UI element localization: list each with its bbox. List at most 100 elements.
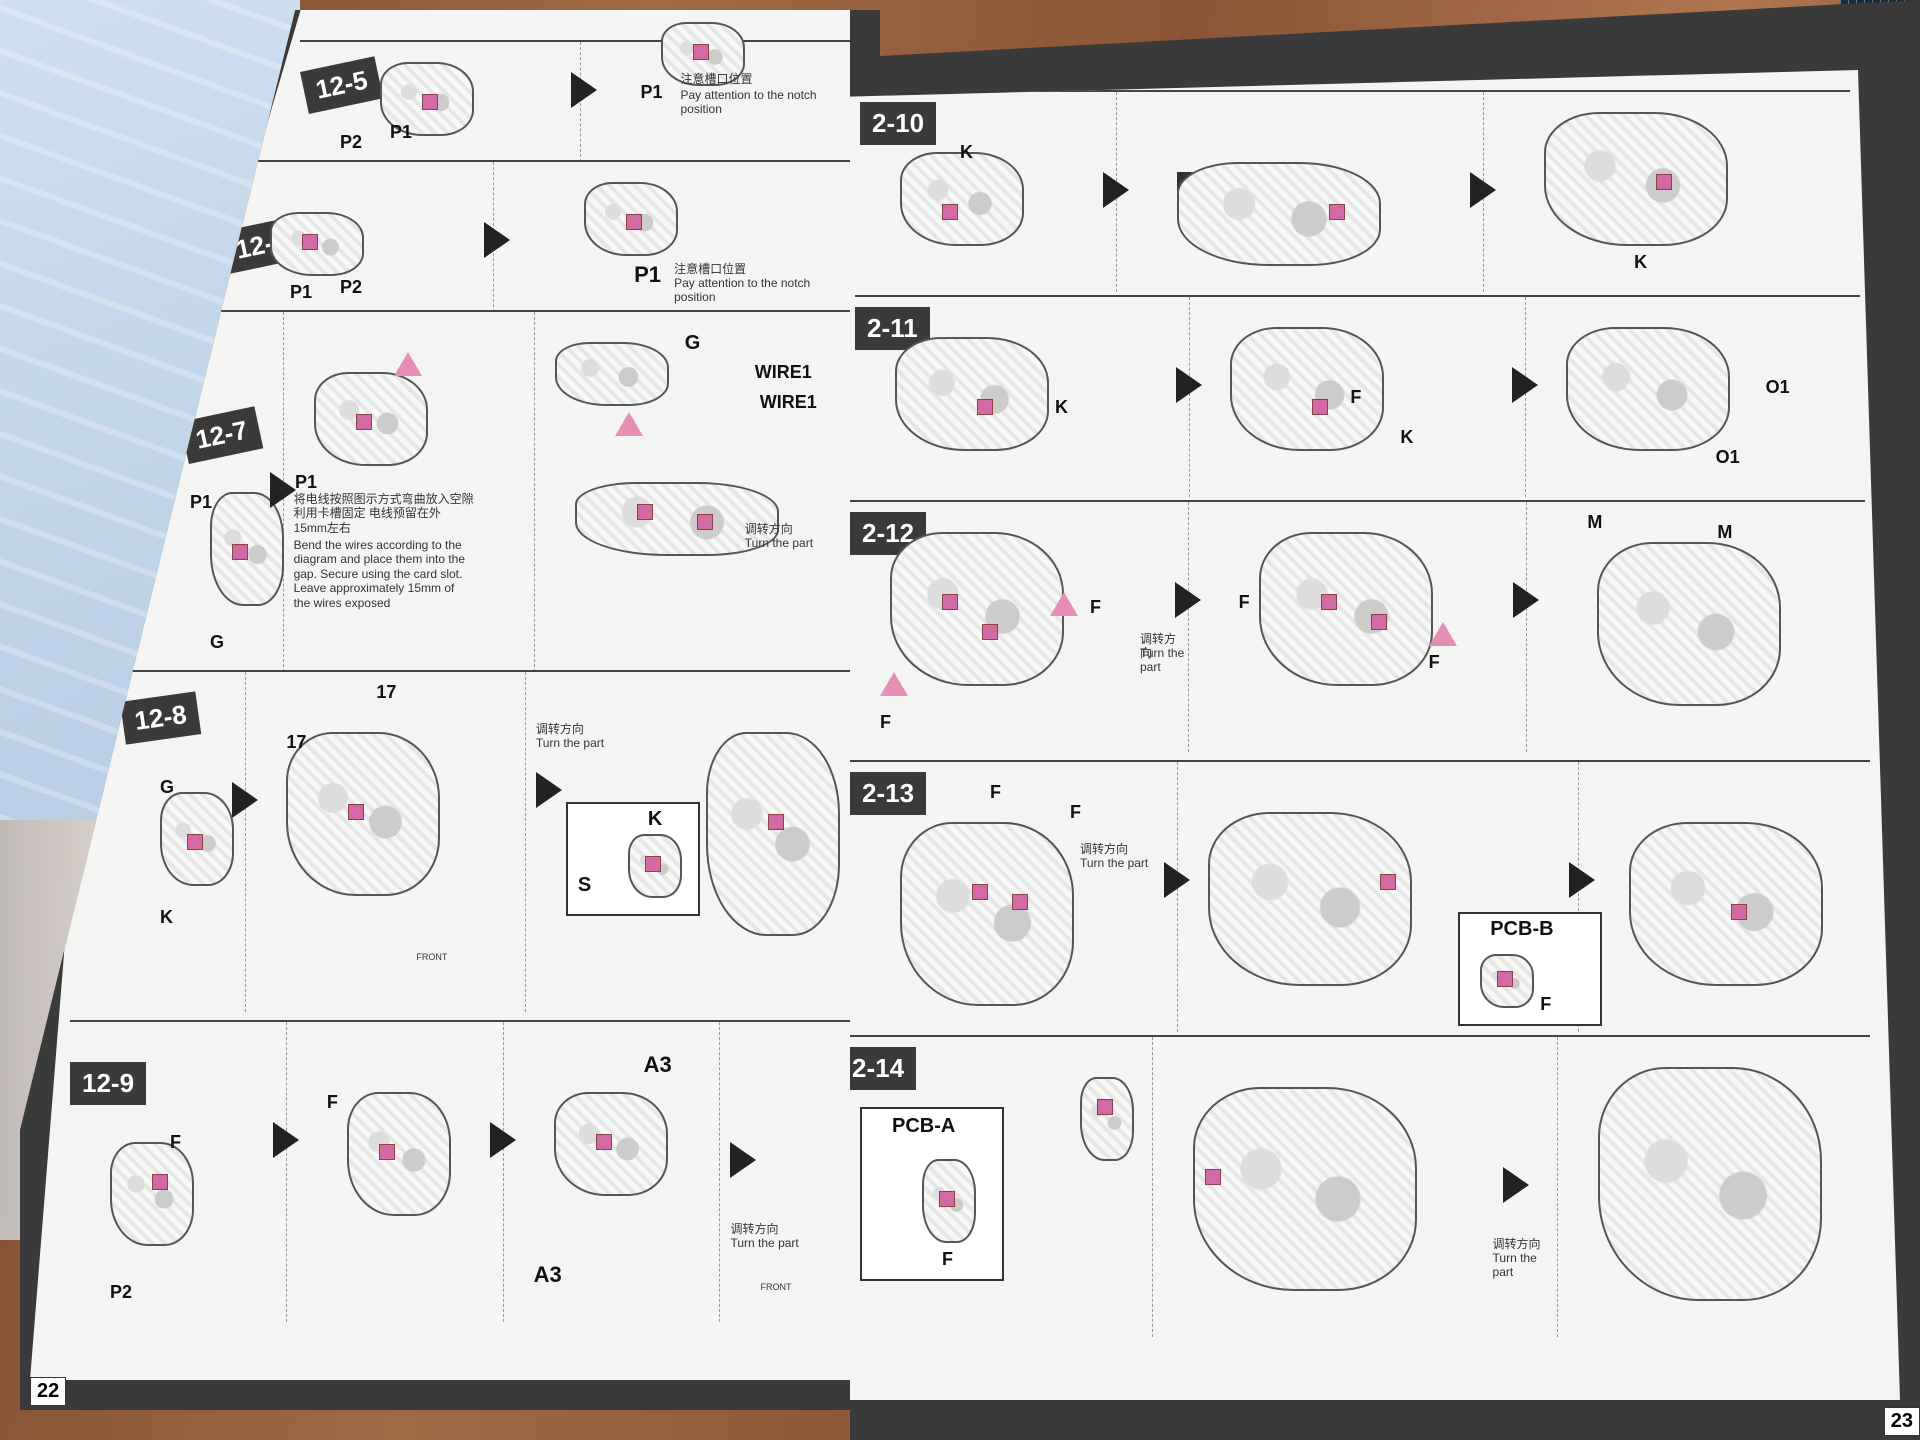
- part-drawing: [660, 22, 745, 86]
- part-label: F: [990, 782, 1001, 802]
- arrow-icon: [1174, 582, 1201, 618]
- part-label: F: [1238, 592, 1250, 612]
- arrow-icon: [1164, 862, 1191, 898]
- front-label: FRONT: [416, 952, 448, 962]
- part-label: K: [1400, 427, 1414, 447]
- right-page: 2-10 K 12-8 K 2-11 K: [850, 0, 1920, 1440]
- step-2-12: 2-12 F F 调转方向 Turn the part F F M M: [850, 500, 1865, 752]
- part-drawing: [1544, 112, 1729, 246]
- part-label: F: [1350, 387, 1362, 407]
- turn-en: Turn the part: [730, 1236, 799, 1250]
- step-2-13: 2-13 F F 调转方向 Turn the part PCB-B F: [850, 760, 1870, 1032]
- note-en: Pay attention to the notch position: [680, 88, 817, 117]
- part-drawing: [1629, 822, 1824, 986]
- turn-cn: 调转方向: [1140, 632, 1177, 661]
- part-label: G: [684, 332, 701, 354]
- note-cn: 注意槽口位置: [680, 72, 753, 86]
- part-drawing: [900, 822, 1074, 1006]
- part-label: F: [1070, 802, 1081, 822]
- part-label: 17: [286, 732, 307, 752]
- part-drawing: [553, 1092, 668, 1196]
- part-label: M: [1587, 512, 1603, 532]
- part-label: S: [577, 874, 592, 896]
- arrow-icon: [570, 72, 597, 108]
- part-label: K: [1055, 397, 1068, 417]
- part-drawing: [705, 732, 840, 936]
- part-label: O1: [1715, 447, 1740, 467]
- arrow-icon: [1103, 172, 1130, 208]
- step-12-6: 12-6 P1 P2 P1 注意槽口位置 Pay attention to th…: [220, 160, 850, 312]
- part-label: O1: [1765, 377, 1790, 397]
- part-label: A3: [533, 1262, 562, 1287]
- wire-label: WIRE1: [759, 392, 817, 412]
- part-drawing: [554, 342, 669, 406]
- step-label: 2-14: [850, 1047, 917, 1090]
- arrow-icon: [269, 472, 296, 508]
- part-drawing: [574, 482, 779, 556]
- part-label: P1: [295, 472, 318, 492]
- part-drawing: [1208, 812, 1413, 986]
- step-label: 2-10: [860, 102, 937, 145]
- part-label: F: [1428, 652, 1440, 672]
- part-label: G: [210, 632, 225, 652]
- turn-cn: 调转方向: [1492, 1237, 1541, 1251]
- step-12-7: 12-7 P1 P1 G 将电线按照图示方式弯曲放入空隙 利用卡槽固定 电线预留…: [170, 310, 850, 672]
- part-label: F: [326, 1092, 338, 1112]
- part-label: K: [647, 808, 663, 830]
- part-drawing: [210, 492, 284, 606]
- part-label: P1: [290, 282, 313, 302]
- turn-en: Turn the part: [744, 536, 814, 550]
- step-marker-icon: [1050, 592, 1078, 616]
- part-label: P1: [390, 122, 413, 142]
- step-marker-icon: [1428, 622, 1457, 646]
- part-drawing: [380, 62, 474, 136]
- turn-en: Turn the part: [1080, 856, 1149, 870]
- step-label: 2-12: [850, 512, 927, 555]
- part-drawing: [584, 182, 679, 256]
- part-drawing: [110, 1142, 194, 1246]
- part-drawing: [922, 1159, 976, 1243]
- part-drawing: [1598, 1067, 1823, 1301]
- part-label: F: [1540, 994, 1552, 1014]
- right-page-paper: 2-10 K 12-8 K 2-11 K: [850, 70, 1900, 1400]
- page-number: 22: [30, 1377, 67, 1406]
- part-drawing: [313, 372, 428, 466]
- step-2-14: 2-14 PCB-A F 调转方向 Turn the part: [850, 1035, 1870, 1337]
- part-drawing: [627, 834, 682, 898]
- turn-en: Turn the part: [535, 736, 605, 750]
- arrow-icon: [484, 222, 511, 258]
- part-label: M: [1717, 522, 1733, 542]
- step-label: 12-9: [70, 1062, 147, 1105]
- part-drawing: [1230, 327, 1385, 451]
- part-drawing: [1597, 542, 1782, 706]
- arrow-icon: [1176, 367, 1203, 403]
- arrow-icon: [1569, 862, 1596, 898]
- arrow-icon: [1470, 172, 1497, 208]
- step-marker-icon: [614, 412, 643, 436]
- part-drawing: [890, 532, 1064, 686]
- step-2-11: 2-11 K F K O1 O1: [855, 295, 1860, 497]
- turn-en: Turn the part: [1492, 1251, 1537, 1280]
- detail-box: K S: [565, 802, 700, 916]
- note-en: Bend the wires according to the diagram …: [293, 538, 466, 610]
- part-drawing: [1177, 162, 1382, 266]
- part-label: PCB-A: [892, 1115, 956, 1137]
- step-label: 12-8: [120, 691, 202, 745]
- arrow-icon: [232, 782, 259, 818]
- part-label: F: [1090, 597, 1101, 617]
- part-drawing: [1258, 532, 1433, 686]
- part-drawing: [270, 212, 364, 276]
- step-label: 12-5: [300, 56, 384, 115]
- part-drawing: [160, 792, 234, 886]
- step-12-8: 12-8 G K 17 17 FRONT 调转方向 Turn the part …: [120, 670, 850, 1012]
- part-label: F: [942, 1249, 953, 1269]
- part-label: F: [880, 712, 891, 732]
- front-label: FRONT: [760, 1282, 792, 1292]
- turn-en: Turn the part: [1140, 646, 1185, 675]
- step-marker-icon: [393, 352, 422, 376]
- part-label: P2: [340, 277, 363, 297]
- turn-cn: 调转方向: [730, 1222, 779, 1236]
- arrow-icon: [730, 1142, 757, 1178]
- part-label: P1: [640, 82, 663, 102]
- turn-cn: 调转方向: [535, 722, 584, 736]
